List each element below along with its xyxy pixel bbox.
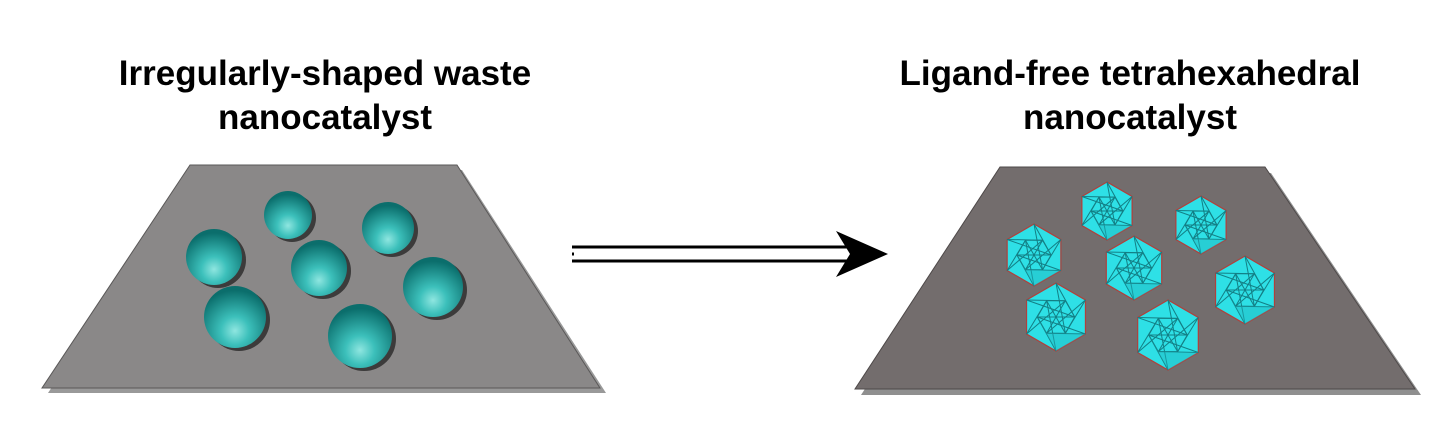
tetrahexahedron-particle (1137, 299, 1199, 371)
tetrahexahedron-particle (1175, 195, 1227, 255)
sphere-particle (403, 257, 467, 320)
tetrahexahedron-particle (1006, 223, 1062, 287)
left-title-line2: nanocatalyst (218, 98, 432, 137)
sphere-particle (204, 286, 270, 351)
sphere-particle (264, 191, 316, 242)
tetrahexahedron-particle (1214, 255, 1276, 325)
tetrahexahedron-particle (1081, 181, 1133, 241)
sphere-particle (362, 202, 418, 257)
right-title-line1: Ligand-free tetrahexahedral (899, 54, 1361, 93)
sphere-particle (186, 229, 246, 288)
sphere-particle (291, 240, 351, 299)
sphere-particle (328, 304, 396, 371)
tetrahexahedron-particle (1025, 282, 1087, 352)
reaction-arrow (572, 231, 888, 277)
right-title-line2: nanocatalyst (1023, 98, 1237, 137)
right-panel-title: Ligand-free tetrahexahedral nanocatalyst (830, 52, 1430, 140)
tetrahexahedron-particle (1105, 235, 1163, 301)
tetrahexahedral-particles (1006, 181, 1276, 371)
left-title-line1: Irregularly-shaped waste (118, 54, 532, 93)
sphere-particles (186, 191, 467, 371)
left-panel-title: Irregularly-shaped waste nanocatalyst (40, 52, 610, 140)
